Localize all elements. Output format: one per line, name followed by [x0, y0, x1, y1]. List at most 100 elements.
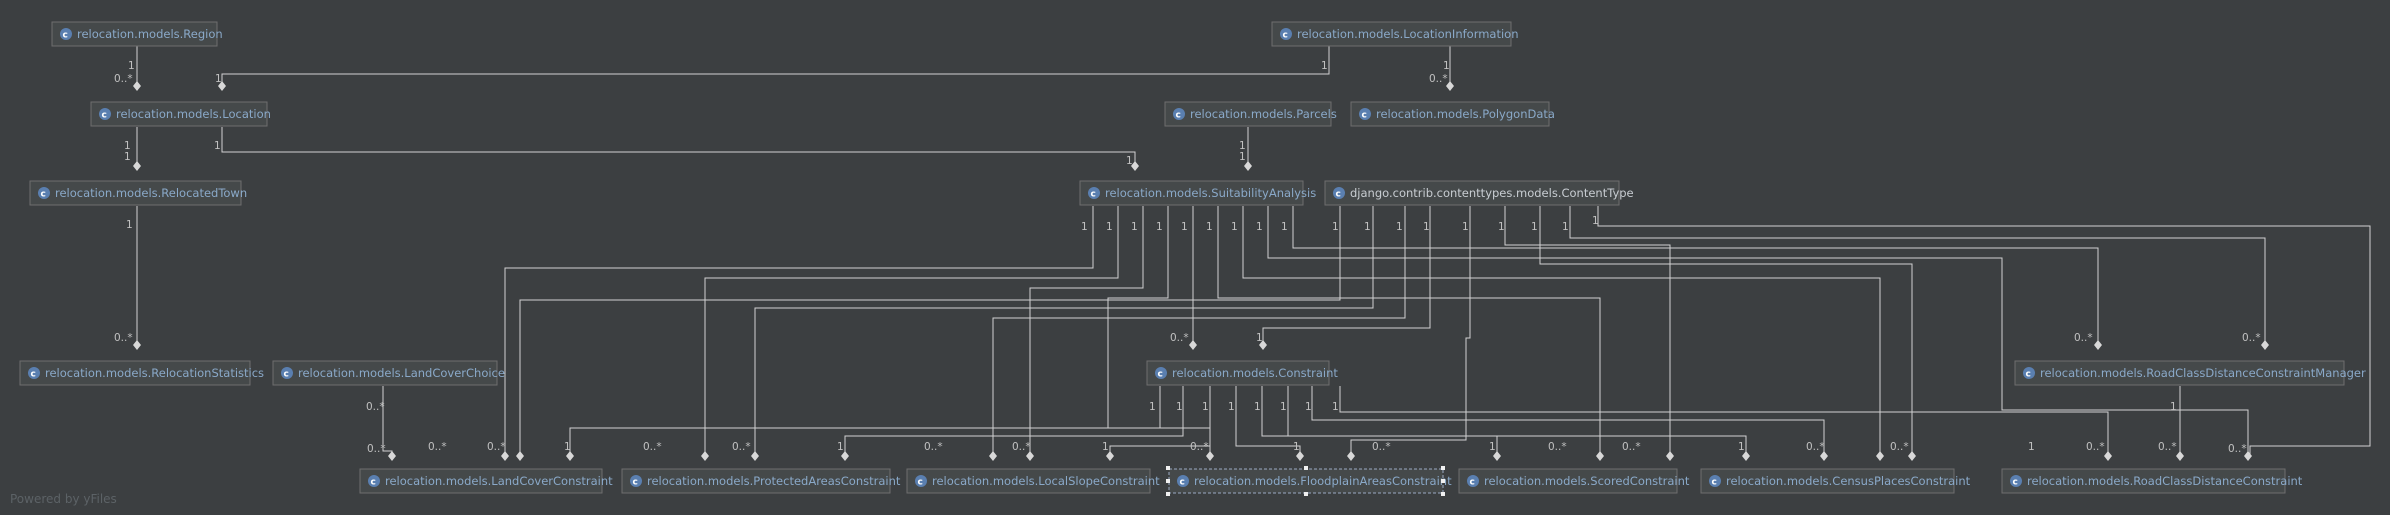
class-node-relocated-town[interactable]: c relocation.models.RelocatedTown — [29, 180, 247, 206]
class-node-floodplain-areas-constraint[interactable]: c relocation.models.FloodplainAreasConst… — [1166, 466, 1452, 496]
selection-handle[interactable] — [1441, 492, 1445, 496]
mult-label: 0..* — [366, 401, 385, 413]
selection-handle[interactable] — [1441, 479, 1445, 483]
class-node-protected-areas-constraint[interactable]: c relocation.models.ProtectedAreasConstr… — [621, 468, 901, 494]
mult-label: 1 — [1443, 60, 1450, 72]
class-name: django.contrib.contenttypes.models.Conte… — [1350, 186, 1634, 200]
class-name: relocation.models.LandCoverConstraint — [385, 474, 613, 488]
edge-con-census — [1287, 386, 1747, 456]
selection-handle[interactable] — [1166, 492, 1170, 496]
class-icon-glyph: c — [102, 111, 107, 121]
composition-diamond — [133, 161, 141, 171]
class-node-census-places-constraint[interactable]: c relocation.models.CensusPlacesConstrai… — [1700, 468, 1971, 494]
class-icon — [1155, 367, 1167, 379]
selection-handle[interactable] — [1304, 492, 1308, 496]
mult-label: 0..* — [643, 441, 662, 453]
composition-diamond — [133, 340, 141, 350]
mult-label: 0..* — [1429, 73, 1448, 85]
class-node-content-type[interactable]: c django.contrib.contenttypes.models.Con… — [1324, 180, 1634, 206]
mult-label: 1 — [1256, 221, 1263, 233]
class-icon — [28, 367, 40, 379]
edge-ct-roadclass — [1597, 206, 2371, 456]
composition-diamond — [1244, 161, 1252, 171]
edge-con-census2 — [1311, 386, 1825, 456]
class-icon — [1359, 108, 1371, 120]
mult-label: 1 — [1562, 221, 1569, 233]
selection-handle[interactable] — [1304, 466, 1308, 470]
class-node-road-class-distance-constraint[interactable]: c relocation.models.RoadClassDistanceCon… — [2001, 468, 2303, 494]
class-icon-glyph: c — [2026, 370, 2031, 380]
class-node-polygon-data[interactable]: c relocation.models.PolygonData — [1350, 101, 1555, 127]
mult-label: 1 — [1206, 221, 1213, 233]
composition-diamond — [1106, 451, 1114, 461]
mult-label: 0..* — [1548, 441, 1567, 453]
mult-label: 1 — [2170, 401, 2177, 413]
mult-label: 1 — [1321, 60, 1328, 72]
edge-suit-roadmanager — [1292, 206, 2099, 345]
class-node-land-cover-constraint[interactable]: c relocation.models.LandCoverConstraint — [359, 468, 613, 494]
class-icon — [1333, 187, 1345, 199]
class-node-scored-constraint[interactable]: c relocation.models.ScoredConstraint — [1458, 468, 1690, 494]
class-name: relocation.models.RelocationStatistics — [45, 366, 264, 380]
mult-label: 1 — [1738, 441, 1745, 453]
composition-diamond — [841, 451, 849, 461]
class-node-road-class-distance-constraint-manager[interactable]: c relocation.models.RoadClassDistanceCon… — [2014, 360, 2366, 386]
selection-handle[interactable] — [1166, 479, 1170, 483]
class-node-land-cover-choice[interactable]: c relocation.models.LandCoverChoice — [272, 360, 505, 386]
mult-label: 1 — [1181, 221, 1188, 233]
class-name: relocation.models.FloodplainAreasConstra… — [1194, 474, 1452, 488]
mult-label: 0..* — [2158, 441, 2177, 453]
mult-label: 1 — [1156, 221, 1163, 233]
class-node-relocation-statistics[interactable]: c relocation.models.RelocationStatistics — [19, 360, 264, 386]
composition-diamond — [218, 81, 226, 91]
composition-diamond — [989, 451, 997, 461]
class-icon — [2010, 475, 2022, 487]
class-name: relocation.models.CensusPlacesConstraint — [1726, 474, 1971, 488]
class-icon-glyph: c — [1180, 478, 1185, 488]
mult-label: 1 — [1462, 221, 1469, 233]
composition-diamond — [2261, 340, 2269, 350]
mult-label: 1 — [1489, 441, 1496, 453]
class-name: relocation.models.Region — [77, 27, 223, 41]
class-node-parcels[interactable]: c relocation.models.Parcels — [1164, 101, 1337, 127]
mult-label: 1 — [1228, 401, 1235, 413]
mult-label: 1 — [564, 441, 571, 453]
class-name: relocation.models.ScoredConstraint — [1484, 474, 1690, 488]
edge-ct-localslope — [992, 206, 1406, 456]
class-icon — [630, 475, 642, 487]
class-node-suitability-analysis[interactable]: c relocation.models.SuitabilityAnalysis — [1079, 180, 1316, 206]
class-node-local-slope-constraint[interactable]: c relocation.models.LocalSlopeConstraint — [906, 468, 1160, 494]
class-icon-glyph: c — [1362, 111, 1367, 121]
mult-label: 1 — [1293, 441, 1300, 453]
mult-label: 0..* — [1170, 332, 1189, 344]
mult-label: 1 — [1332, 401, 1339, 413]
edge-location-suitability — [221, 127, 1136, 166]
mult-label: 1 — [1106, 221, 1113, 233]
class-icon-glyph: c — [371, 478, 376, 488]
class-name: relocation.models.RelocatedTown — [55, 186, 247, 200]
selection-handle[interactable] — [1166, 466, 1170, 470]
composition-diamond — [1742, 451, 1750, 461]
class-name: relocation.models.SuitabilityAnalysis — [1105, 186, 1316, 200]
mult-label: 1 — [1332, 221, 1339, 233]
mult-label: 1 — [1254, 401, 1261, 413]
class-node-constraint[interactable]: c relocation.models.Constraint — [1146, 360, 1338, 386]
mult-label: 1 — [1176, 401, 1183, 413]
class-icon-glyph: c — [1470, 478, 1475, 488]
class-icon-glyph: c — [2013, 478, 2018, 488]
edge-suit-protected — [704, 206, 1119, 456]
class-node-location[interactable]: c relocation.models.Location — [90, 101, 271, 127]
class-name: relocation.models.RoadClassDistanceConst… — [2027, 474, 2303, 488]
class-icon — [99, 108, 111, 120]
mult-label: 1 — [2028, 441, 2035, 453]
mult-label: 1 — [1149, 401, 1156, 413]
composition-diamond — [1820, 451, 1828, 461]
composition-diamond — [516, 451, 524, 461]
selection-handle[interactable] — [1441, 466, 1445, 470]
mult-label: 1 — [1102, 441, 1109, 453]
class-node-location-information[interactable]: c relocation.models.LocationInformation — [1271, 21, 1519, 47]
class-icon — [1467, 475, 1479, 487]
class-node-region[interactable]: c relocation.models.Region — [51, 21, 223, 47]
mult-label: 0..* — [1622, 441, 1641, 453]
